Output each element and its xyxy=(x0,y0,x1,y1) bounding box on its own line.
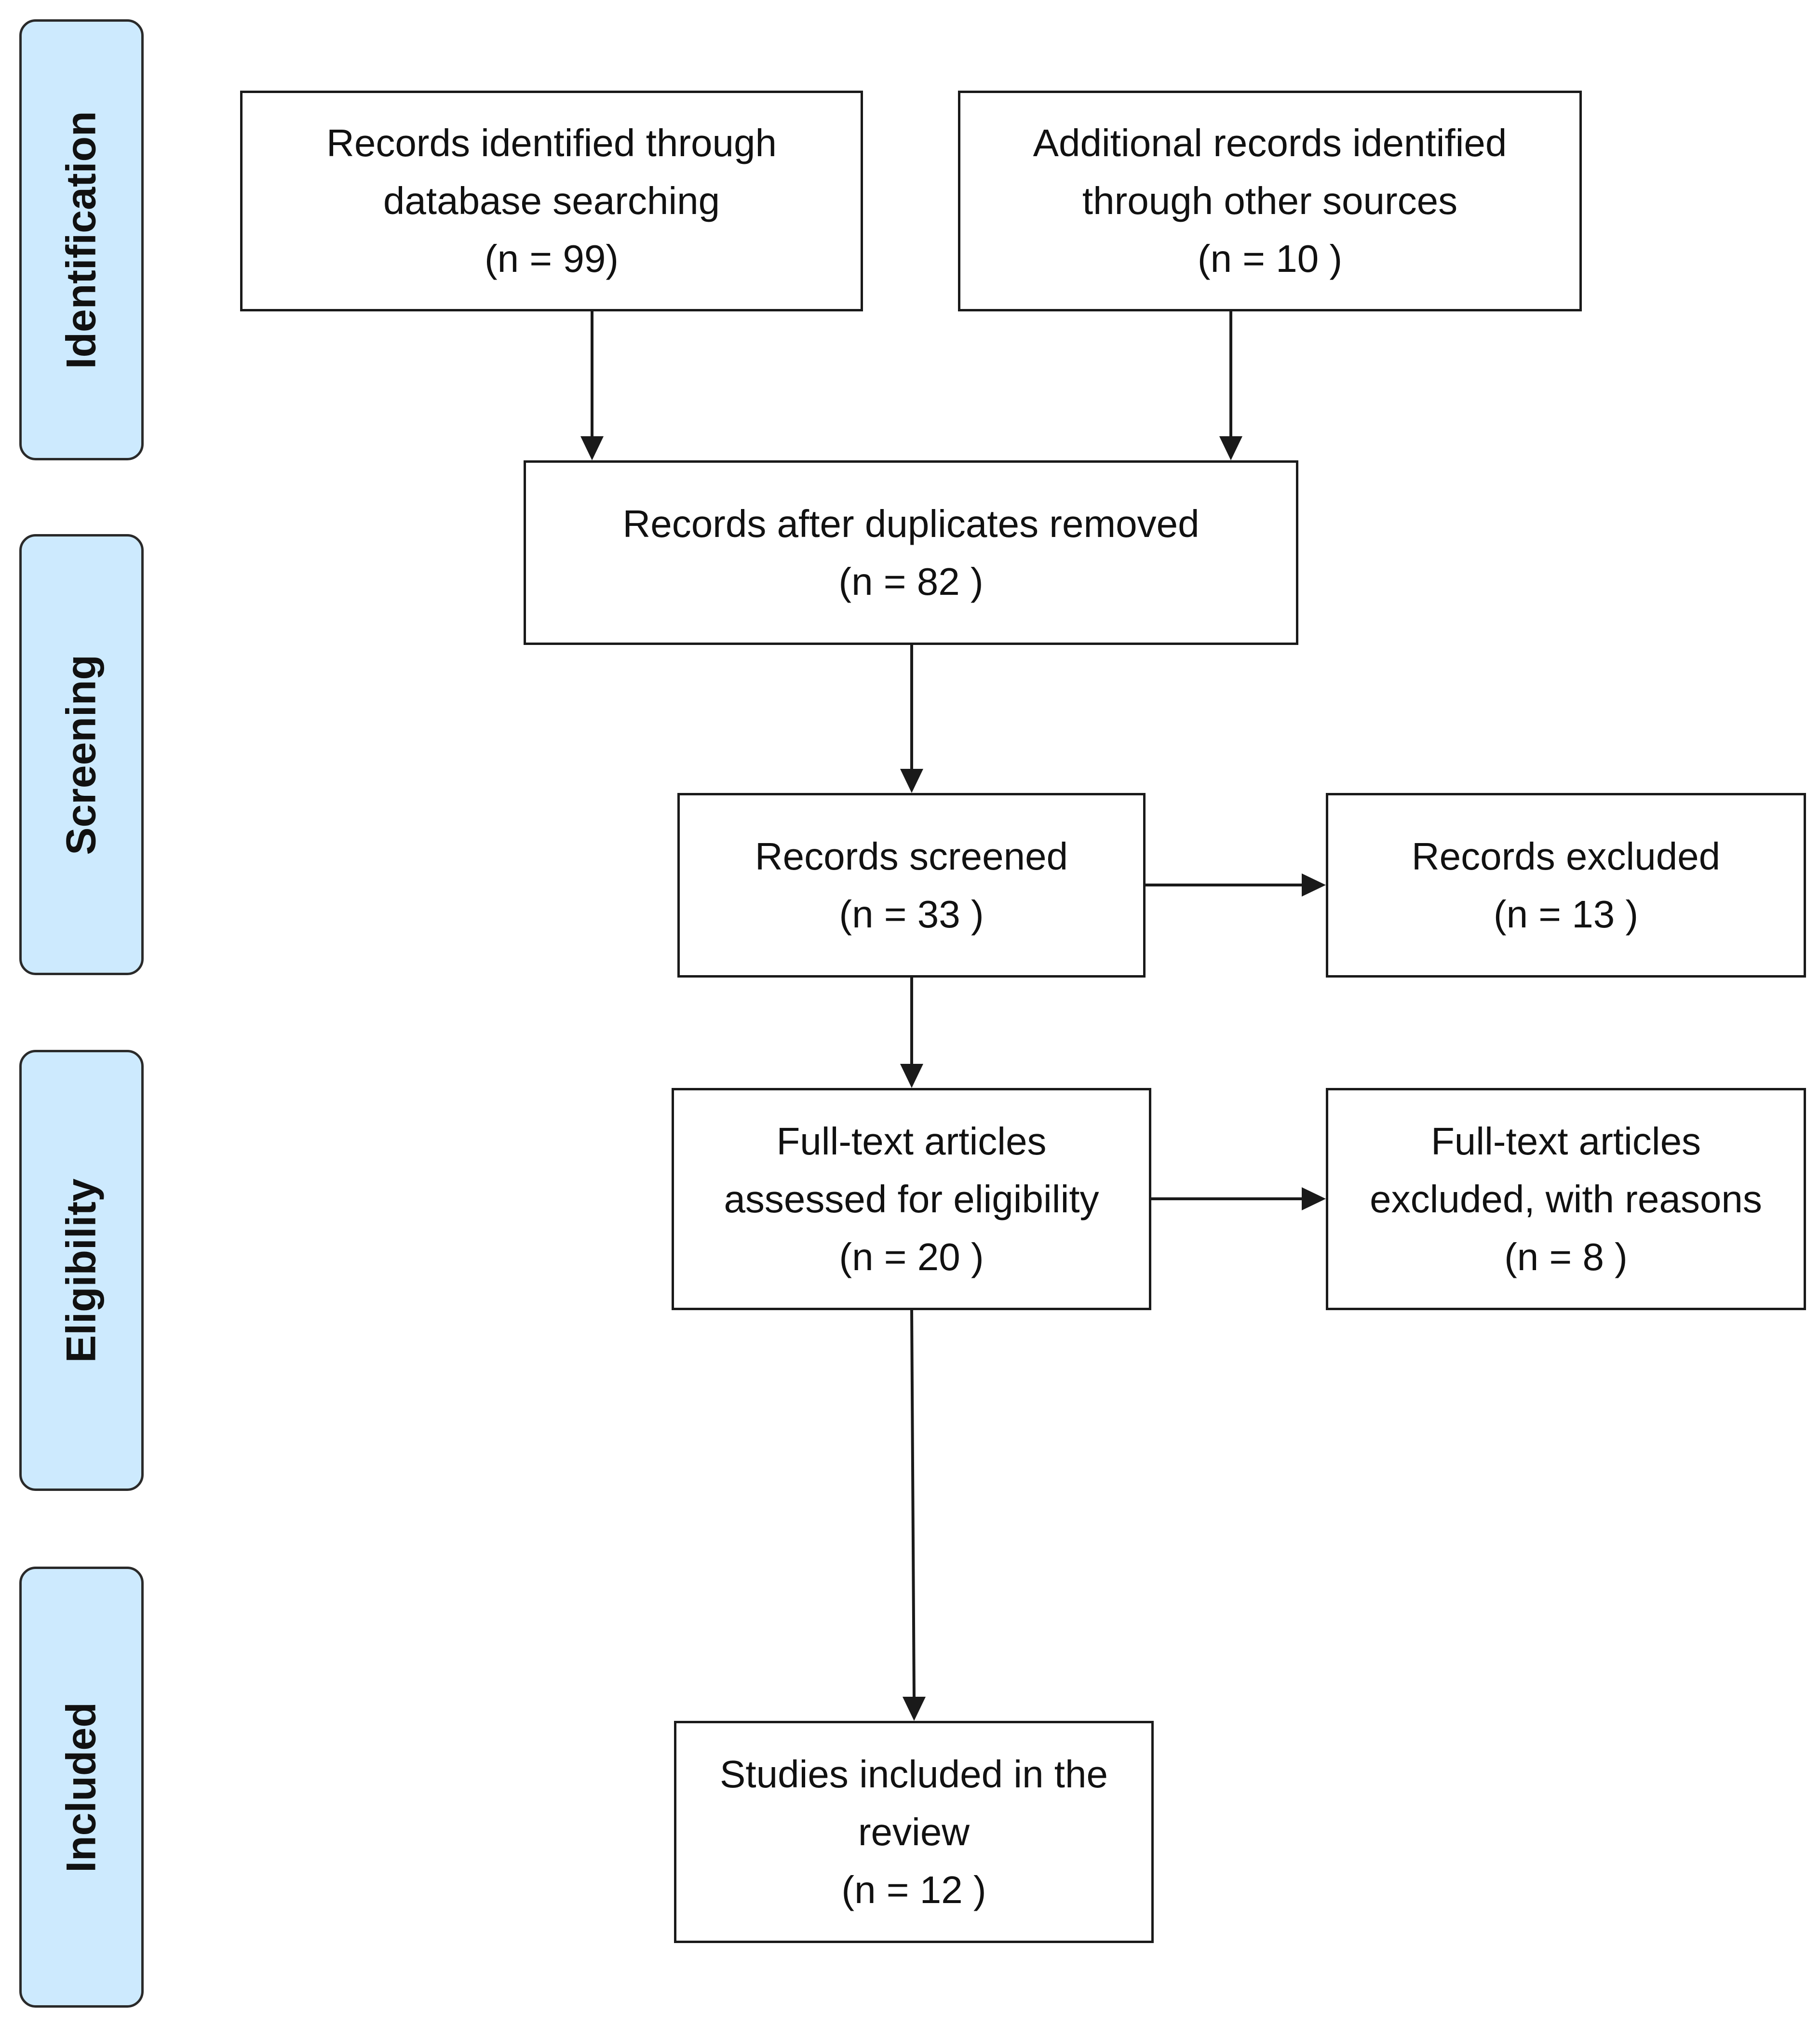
fulltext-assessed-line2: assessed for eligibility xyxy=(724,1177,1099,1220)
box-records-screened: Records screened (n = 33 ) xyxy=(677,793,1146,978)
arrow-fulltext-to-included xyxy=(910,1309,916,1700)
fulltext-excluded-line2: excluded, with reasons xyxy=(1370,1177,1762,1220)
box-fulltext-excluded: Full-text articles excluded, with reason… xyxy=(1326,1088,1806,1310)
database-search-count: (n = 99) xyxy=(485,237,619,280)
box-database-search: Records identified through database sear… xyxy=(240,91,863,311)
studies-included-line1: Studies included in the xyxy=(720,1752,1108,1796)
fulltext-assessed-count: (n = 20 ) xyxy=(839,1235,984,1278)
fulltext-excluded-line1: Full-text articles xyxy=(1430,1119,1701,1163)
duplicates-removed-line1: Records after duplicates removed xyxy=(622,502,1200,545)
phase-eligibility: Eligibility xyxy=(19,1050,144,1491)
fulltext-excluded-count: (n = 8 ) xyxy=(1504,1235,1628,1278)
box-records-excluded: Records excluded (n = 13 ) xyxy=(1326,793,1806,978)
box-fulltext-assessed: Full-text articles assessed for eligibil… xyxy=(672,1088,1151,1310)
arrow-fulltext-to-included-head xyxy=(903,1697,926,1721)
other-sources-line1: Additional records identified xyxy=(1033,121,1507,164)
records-excluded-line1: Records excluded xyxy=(1411,834,1721,878)
fulltext-assessed-line1: Full-text articles xyxy=(776,1119,1047,1163)
arrow-screened-to-fulltext-head xyxy=(900,1064,923,1088)
database-search-line2: database searching xyxy=(383,179,720,222)
duplicates-removed-count: (n = 82 ) xyxy=(838,560,984,603)
arrow-database-to-duplicates-head xyxy=(580,436,604,460)
phase-screening: Screening xyxy=(19,534,144,975)
box-duplicates-removed: Records after duplicates removed (n = 82… xyxy=(524,460,1298,645)
arrow-screened-to-excluded-head xyxy=(1302,873,1326,897)
studies-included-line2: review xyxy=(858,1810,970,1853)
arrow-other-to-duplicates-head xyxy=(1219,436,1242,460)
arrow-fulltext-to-excluded-head xyxy=(1302,1187,1326,1210)
phase-included: Included xyxy=(19,1567,144,2008)
other-sources-count: (n = 10 ) xyxy=(1197,237,1343,280)
other-sources-line2: through other sources xyxy=(1082,179,1458,222)
studies-included-count: (n = 12 ) xyxy=(841,1868,986,1911)
box-other-sources: Additional records identified through ot… xyxy=(958,91,1582,311)
box-studies-included: Studies included in the review (n = 12 ) xyxy=(674,1721,1154,1943)
records-screened-count: (n = 33 ) xyxy=(839,892,984,936)
database-search-line1: Records identified through xyxy=(326,121,777,164)
records-excluded-count: (n = 13 ) xyxy=(1493,892,1639,936)
arrow-duplicates-to-screened-head xyxy=(900,769,923,793)
phase-identification: Identification xyxy=(19,19,144,460)
records-screened-line1: Records screened xyxy=(755,834,1068,878)
